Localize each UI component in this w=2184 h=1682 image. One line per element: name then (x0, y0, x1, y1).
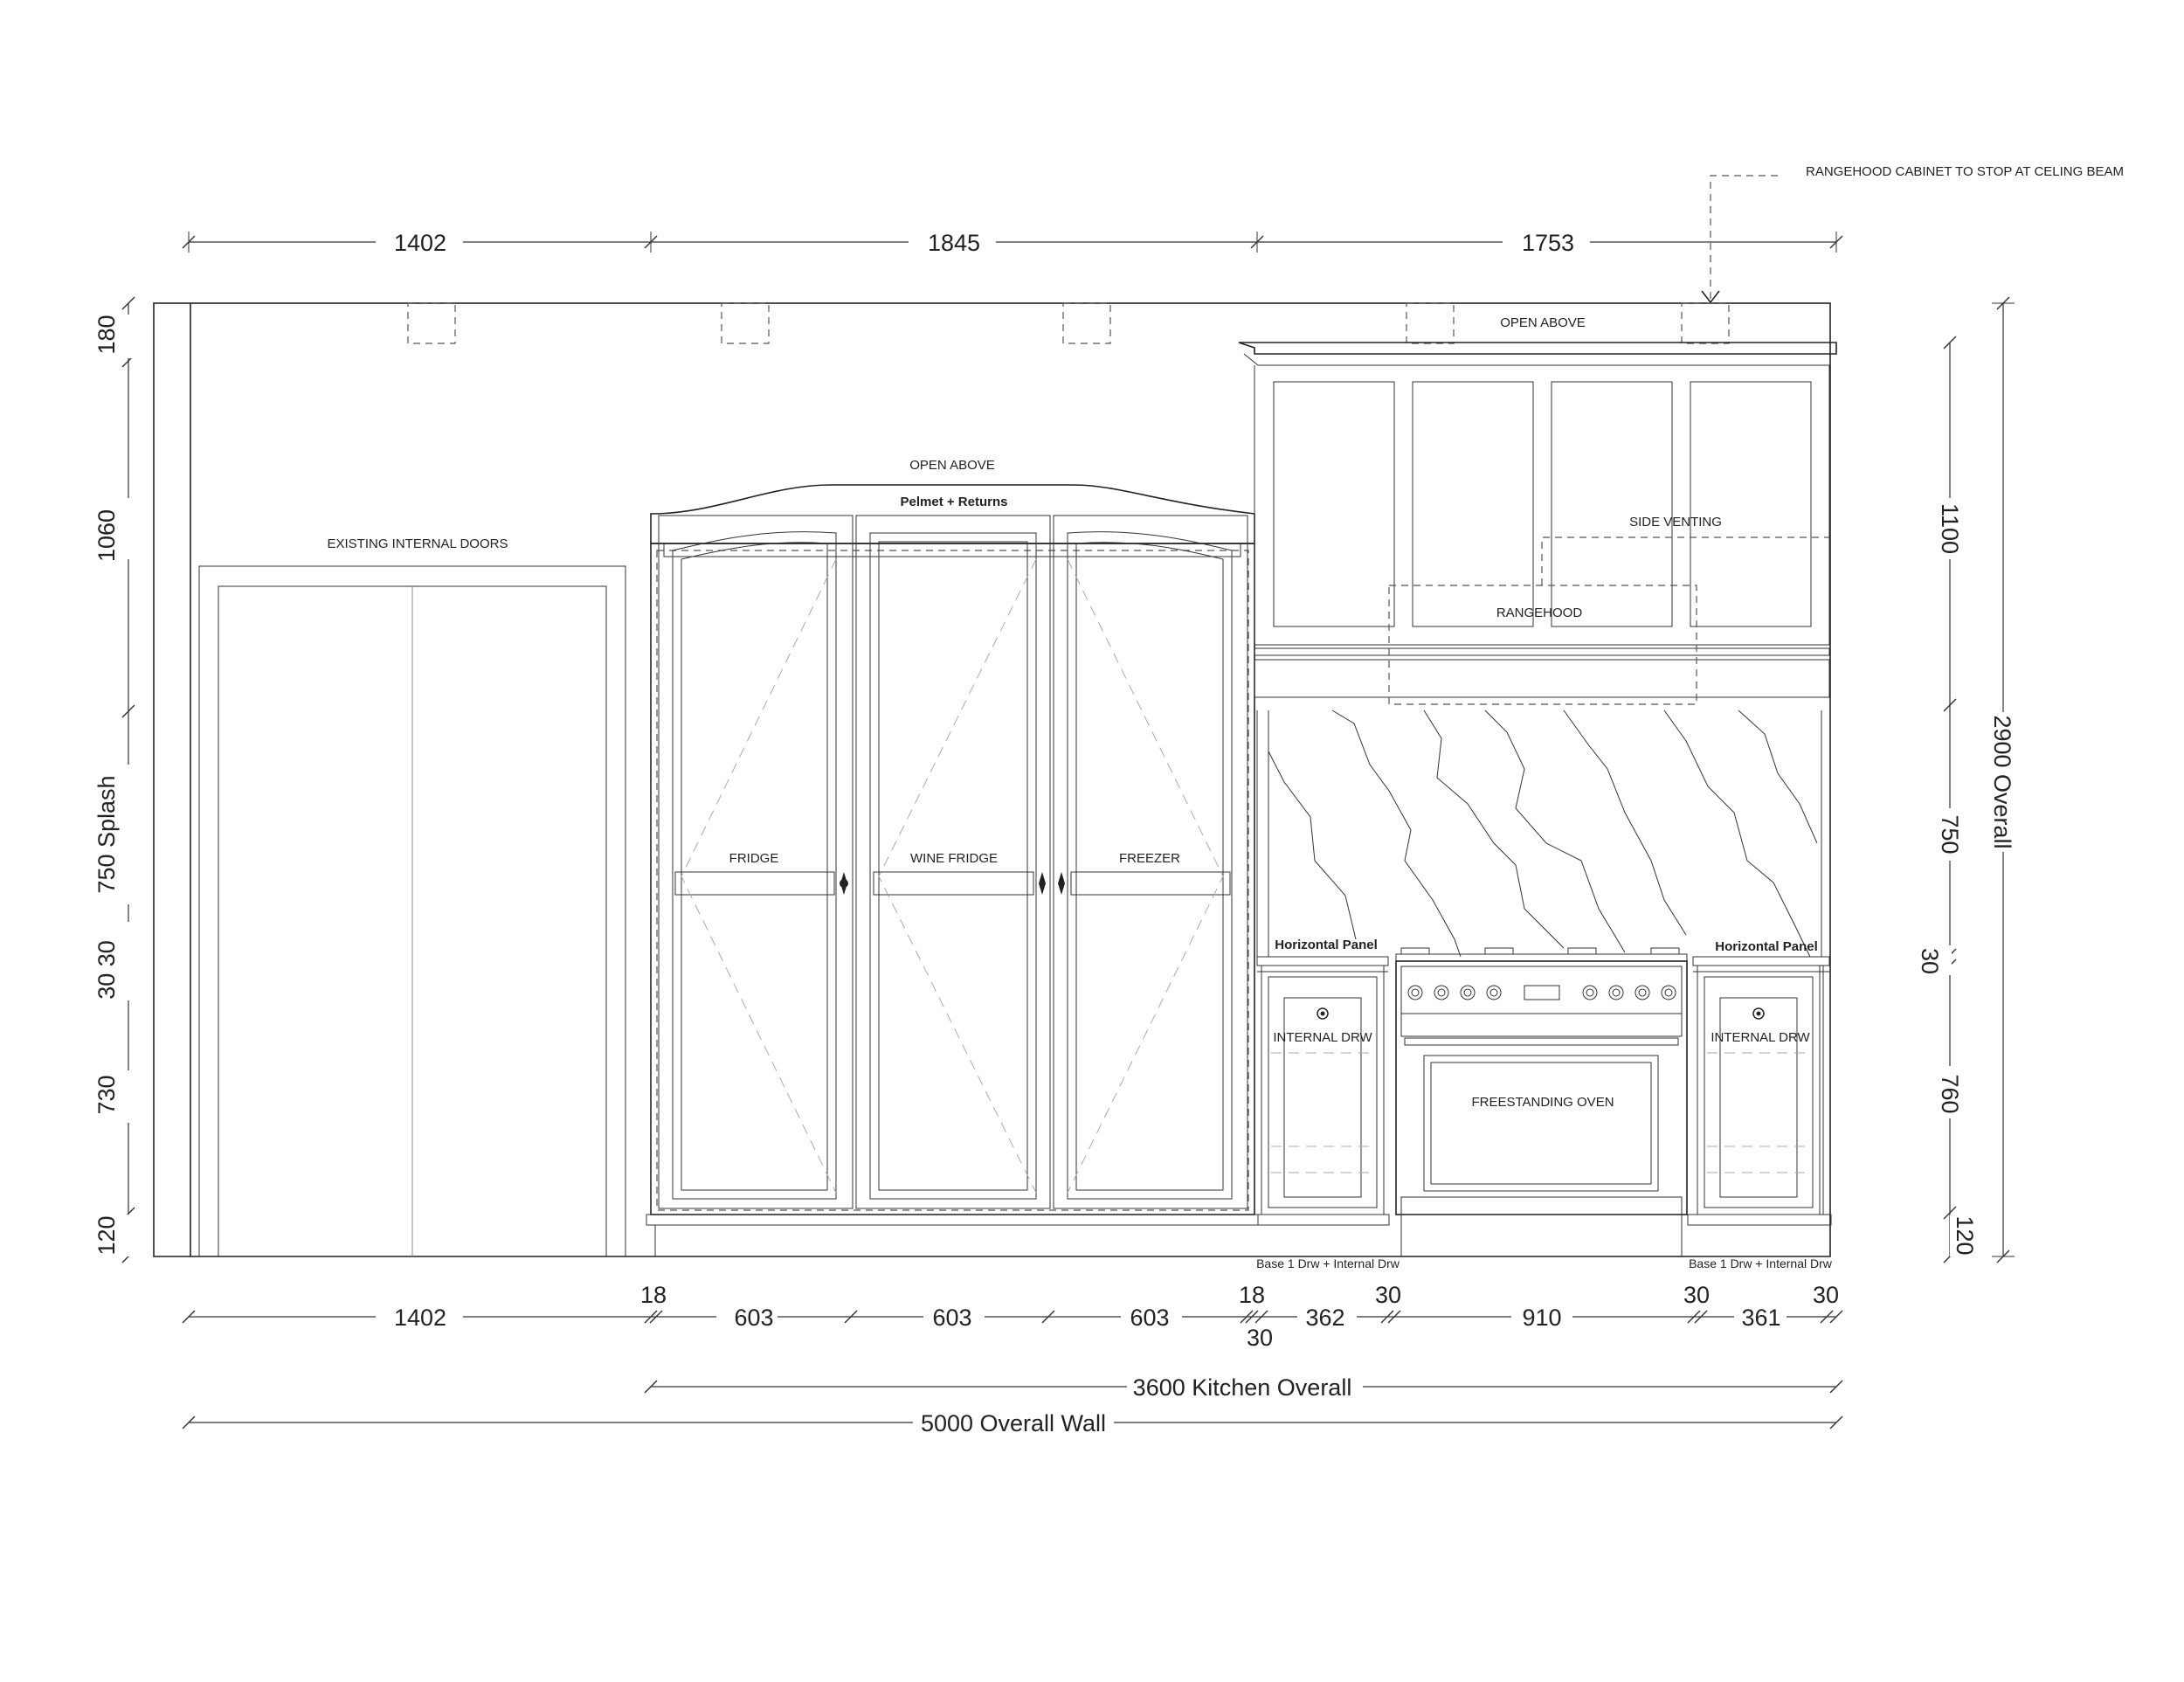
kitchen-overall-dimension: 3600 Kitchen Overall (644, 1372, 1843, 1403)
left-vertical-dimensions: 180 1060 750 Splash 30 30 730 120 (93, 296, 143, 1263)
horizontal-panels: Horizontal Panel Horizontal Panel (1256, 938, 1830, 973)
existing-doors-label: EXISTING INTERNAL DOORS (328, 536, 508, 551)
dim-bottom-30-b: 30 (1375, 1282, 1401, 1308)
dim-left-730: 730 (93, 1075, 120, 1114)
splashback (1256, 709, 1822, 958)
dim-bottom-30-d: 30 (1813, 1282, 1839, 1308)
wall-overall-label: 5000 Overall Wall (921, 1410, 1106, 1436)
kitchen-overall-label: 3600 Kitchen Overall (1133, 1374, 1352, 1401)
dim-bottom-30-a: 30 (1247, 1325, 1273, 1351)
right-overall-dimension: 2900 Overall (1988, 296, 2018, 1263)
wine-fridge-handle-icon (1039, 872, 1046, 895)
dim-bottom-603-1: 603 (734, 1305, 773, 1331)
dim-top-1: 1402 (394, 230, 446, 256)
open-above-center-label: OPEN ABOVE (909, 458, 995, 473)
rangehood-note: RANGEHOOD CABINET TO STOP AT CELING BEAM (1701, 164, 2124, 304)
right-vertical-dimensions: 1100 750 30 760 120 (1917, 336, 1980, 1263)
freestanding-oven-label: FREESTANDING OVEN (1471, 1095, 1614, 1110)
drawer-knob-right-icon (1752, 1007, 1765, 1020)
dim-bottom-603-3: 603 (1130, 1305, 1169, 1331)
side-venting-label: SIDE VENTING (1629, 515, 1722, 530)
freezer-handle-icon (1058, 872, 1065, 895)
oven-knobs (1407, 985, 1676, 1000)
dim-right-120: 120 (1952, 1215, 1978, 1255)
dim-bottom-18-left: 18 (640, 1282, 667, 1308)
horizontal-panel-right-label: Horizontal Panel (1715, 939, 1818, 954)
dim-bottom-361: 361 (1741, 1305, 1780, 1331)
fridge-handle-icon (840, 872, 848, 895)
top-dimension-line: 1402 1845 1753 (182, 225, 1843, 259)
dim-left-180: 180 (93, 315, 120, 354)
internal-drw-left-label: INTERNAL DRW (1273, 1030, 1372, 1045)
tall-appliance-cabinets: OPEN ABOVE Pelmet + Returns (646, 458, 1259, 1256)
oven-display-icon (1524, 985, 1560, 1000)
horizontal-panel-left-label: Horizontal Panel (1275, 938, 1378, 952)
dim-bottom-362: 362 (1305, 1305, 1344, 1331)
drawer-knob-left-icon (1317, 1007, 1329, 1020)
open-above-right-label: OPEN ABOVE (1500, 315, 1586, 330)
dim-left-750-splash: 750 Splash (93, 775, 120, 893)
dim-bottom-910: 910 (1522, 1305, 1561, 1331)
base-cabinet-left: INTERNAL DRW Base 1 Drw + Internal Drw (1256, 965, 1400, 1270)
base-cabinet-right: INTERNAL DRW Base 1 Drw + Internal Drw (1687, 965, 1833, 1270)
bottom-dimension-line: 1402 18 603 603 603 18 30 362 30 910 30 … (182, 1282, 1843, 1351)
base-right-label: Base 1 Drw + Internal Drw (1689, 1256, 1833, 1270)
upper-cabinets: OPEN ABOVE SIDE VENTING RANGEHOOD (1238, 315, 1837, 705)
dim-left-120: 120 (93, 1215, 120, 1255)
dim-left-30-30: 30 30 (93, 940, 120, 1000)
rangehood-label: RANGEHOOD (1496, 606, 1583, 620)
rangehood-note-text: RANGEHOOD CABINET TO STOP AT CELING BEAM (1806, 164, 2124, 179)
dim-bottom-1402: 1402 (394, 1305, 446, 1331)
right-overall-label: 2900 Overall (1989, 715, 2015, 848)
dim-bottom-603-2: 603 (932, 1305, 971, 1331)
dim-right-750: 750 (1937, 814, 1963, 854)
existing-internal-doors: EXISTING INTERNAL DOORS (198, 536, 626, 1257)
wall-outline (153, 302, 1831, 1257)
dim-right-1100: 1100 (1937, 503, 1963, 554)
dim-top-3: 1753 (1522, 230, 1574, 256)
dim-bottom-18-right: 18 (1239, 1282, 1265, 1308)
fridge-label: FRIDGE (729, 851, 779, 866)
dim-right-30: 30 (1917, 948, 1943, 974)
wall-overall-dimension: 5000 Overall Wall (182, 1407, 1843, 1438)
freestanding-oven: FREESTANDING OVEN (1395, 947, 1688, 1256)
dim-left-1060: 1060 (93, 509, 120, 562)
dim-right-760: 760 (1937, 1074, 1963, 1113)
dim-top-2: 1845 (928, 230, 980, 256)
pelmet-label: Pelmet + Returns (901, 495, 1008, 509)
dim-bottom-30-c: 30 (1683, 1282, 1710, 1308)
internal-drw-right-label: INTERNAL DRW (1711, 1030, 1810, 1045)
wine-fridge-label: WINE FRIDGE (910, 851, 998, 866)
base-left-label: Base 1 Drw + Internal Drw (1256, 1256, 1400, 1270)
freezer-label: FREEZER (1119, 851, 1180, 866)
